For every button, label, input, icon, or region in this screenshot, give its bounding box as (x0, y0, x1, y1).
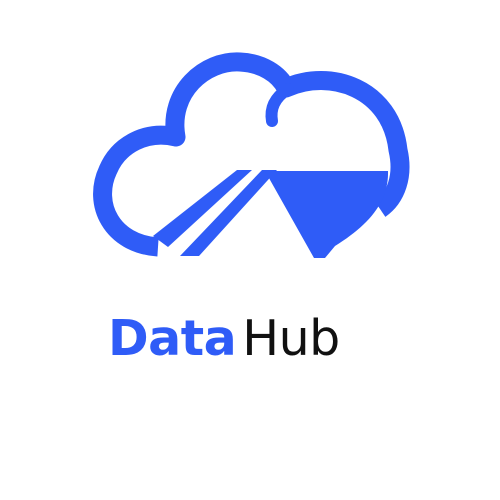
cloud-outline (93, 52, 410, 257)
brand-name-secondary: Hub (242, 310, 340, 367)
diagonal-stroke-left (153, 170, 252, 247)
brand-name-primary: Data (108, 310, 237, 367)
diagonal-stroke-right (180, 170, 277, 256)
cloud-fill (265, 171, 389, 258)
cloud-lobe-hook (265, 83, 294, 127)
